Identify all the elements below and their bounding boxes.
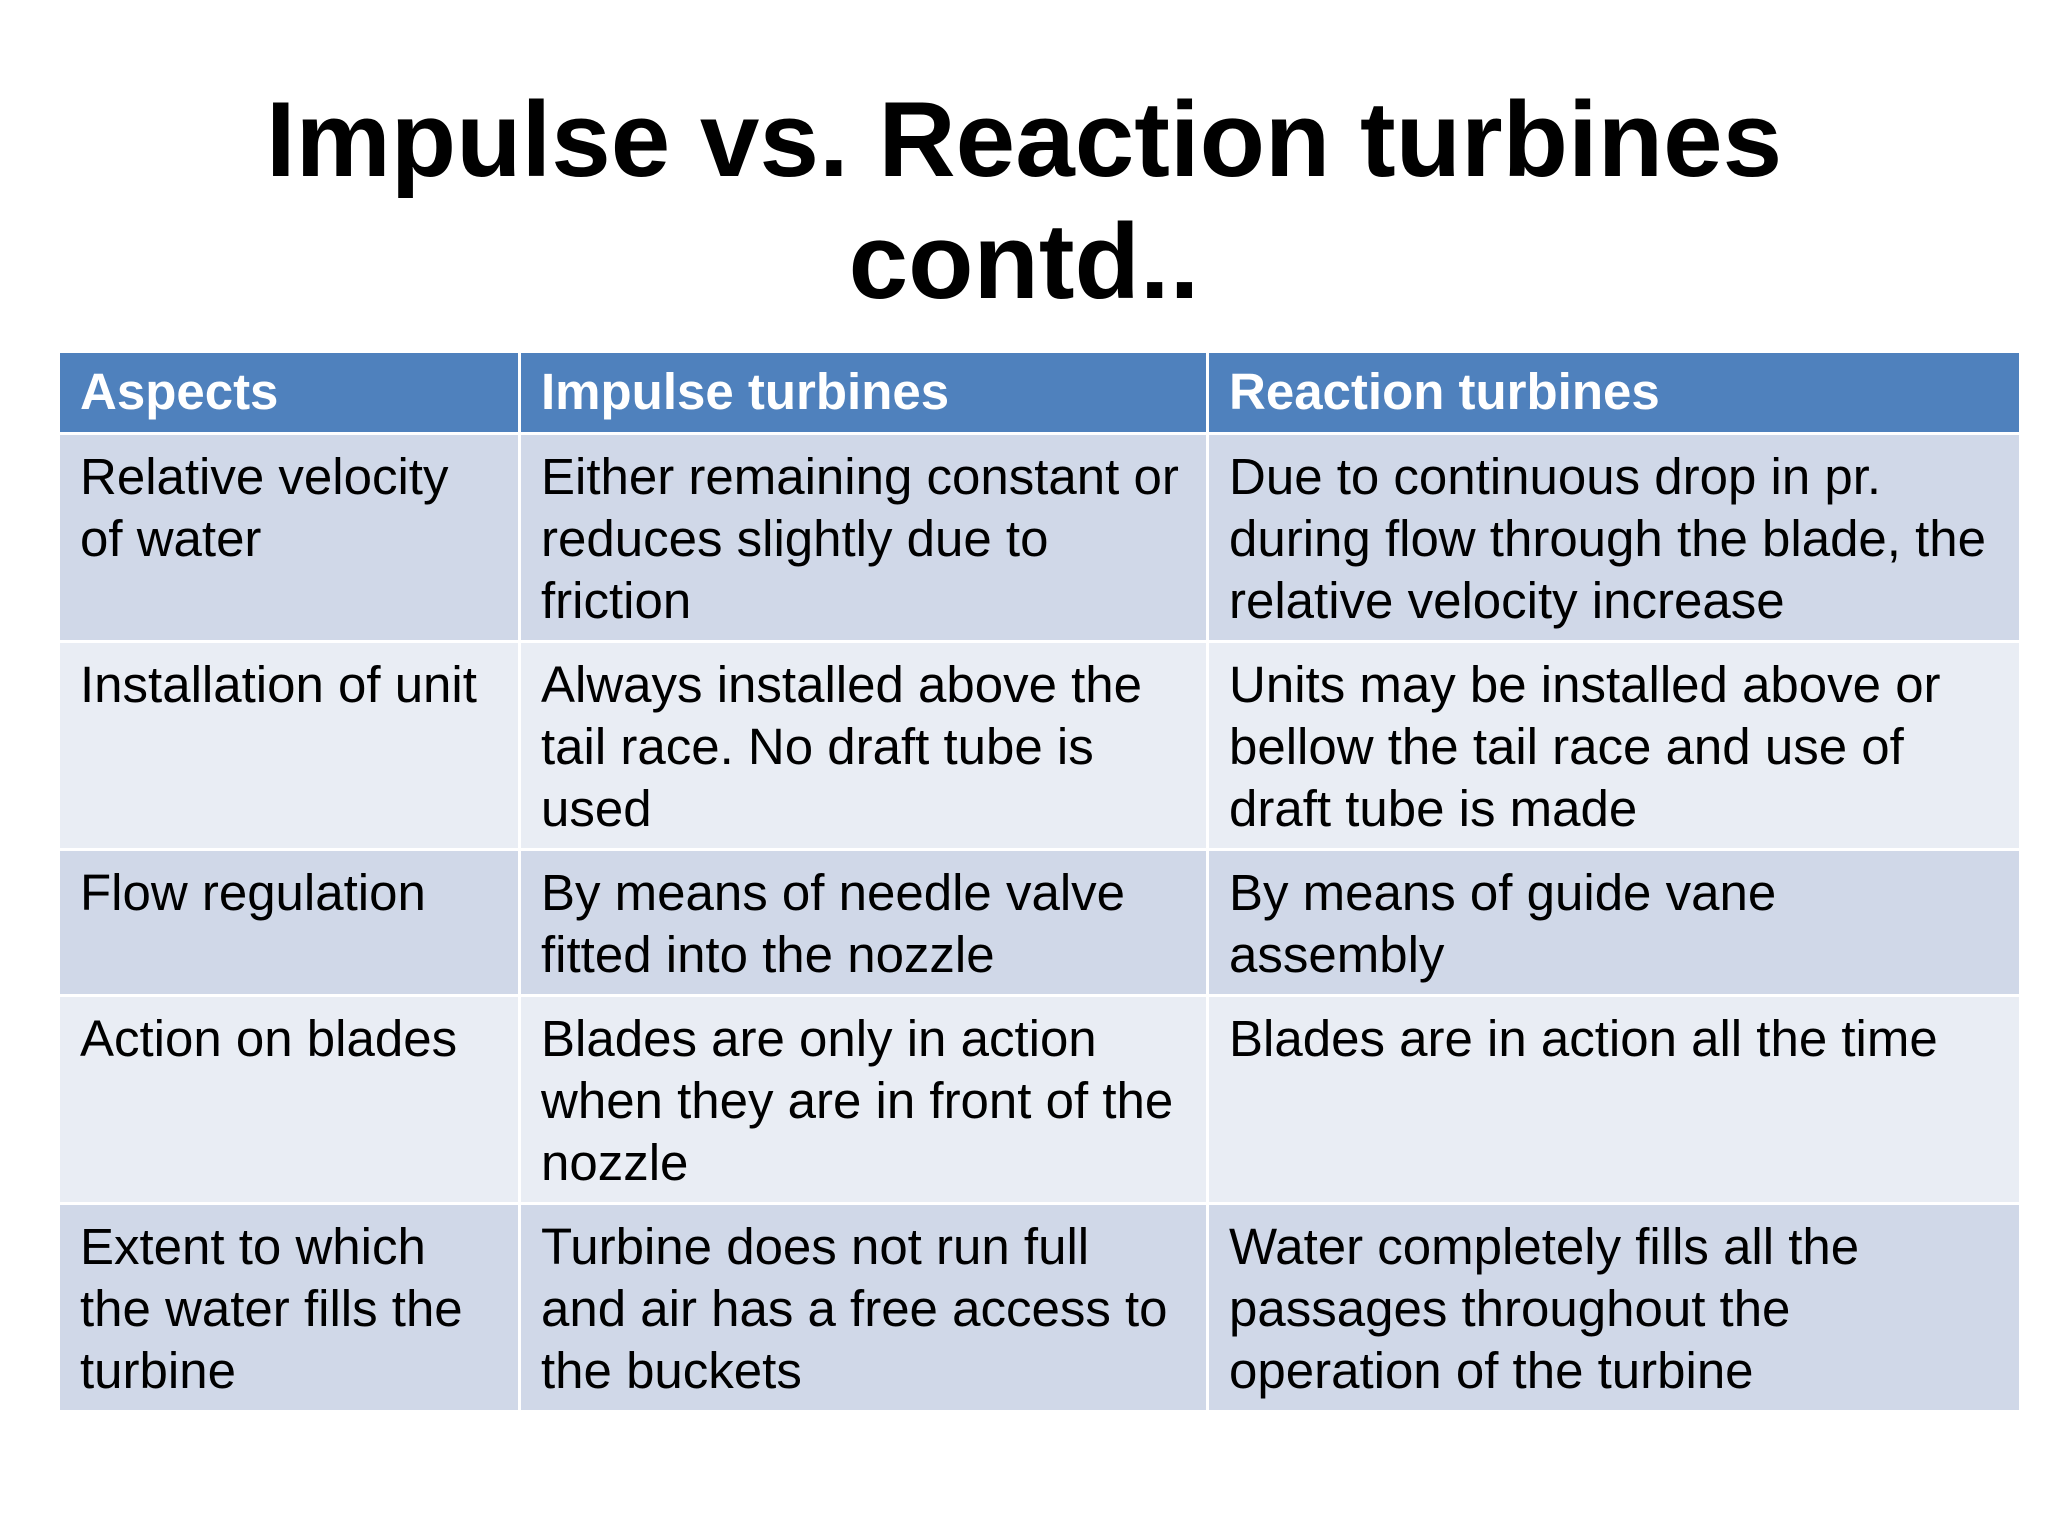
table-row: Flow regulation By means of needle valve… bbox=[57, 848, 2022, 997]
cell-impulse: Blades are only in action when they are … bbox=[518, 994, 1209, 1205]
table-row: Installation of unit Always installed ab… bbox=[57, 640, 2022, 851]
cell-aspect: Extent to which the water fills the turb… bbox=[57, 1202, 521, 1413]
table-row: Extent to which the water fills the turb… bbox=[57, 1202, 2022, 1413]
cell-aspect: Flow regulation bbox=[57, 848, 521, 997]
cell-aspect: Action on blades bbox=[57, 994, 521, 1205]
header-reaction-turbines: Reaction turbines bbox=[1206, 350, 2022, 435]
cell-aspect: Relative velocity of water bbox=[57, 432, 521, 643]
header-impulse-turbines: Impulse turbines bbox=[518, 350, 1209, 435]
cell-reaction: Water completely fills all the passages … bbox=[1206, 1202, 2022, 1413]
table-row: Relative velocity of water Either remain… bbox=[57, 432, 2022, 643]
header-aspects: Aspects bbox=[57, 350, 521, 435]
cell-reaction: Due to continuous drop in pr. during flo… bbox=[1206, 432, 2022, 643]
table-row: Action on blades Blades are only in acti… bbox=[57, 994, 2022, 1205]
cell-reaction: Blades are in action all the time bbox=[1206, 994, 2022, 1205]
table-header-row: Aspects Impulse turbines Reaction turbin… bbox=[57, 350, 2022, 435]
cell-reaction: By means of guide vane assembly bbox=[1206, 848, 2022, 997]
slide-title-line-2: contd.. bbox=[848, 201, 1200, 321]
slide-title: Impulse vs. Reaction turbines contd.. bbox=[0, 78, 2048, 322]
comparison-table: Aspects Impulse turbines Reaction turbin… bbox=[57, 350, 2022, 1413]
cell-impulse: Always installed above the tail race. No… bbox=[518, 640, 1209, 851]
cell-reaction: Units may be installed above or bellow t… bbox=[1206, 640, 2022, 851]
cell-impulse: Either remaining constant or reduces sli… bbox=[518, 432, 1209, 643]
cell-impulse: Turbine does not run full and air has a … bbox=[518, 1202, 1209, 1413]
cell-aspect: Installation of unit bbox=[57, 640, 521, 851]
slide-title-line-1: Impulse vs. Reaction turbines bbox=[265, 79, 1783, 199]
cell-impulse: By means of needle valve fitted into the… bbox=[518, 848, 1209, 997]
